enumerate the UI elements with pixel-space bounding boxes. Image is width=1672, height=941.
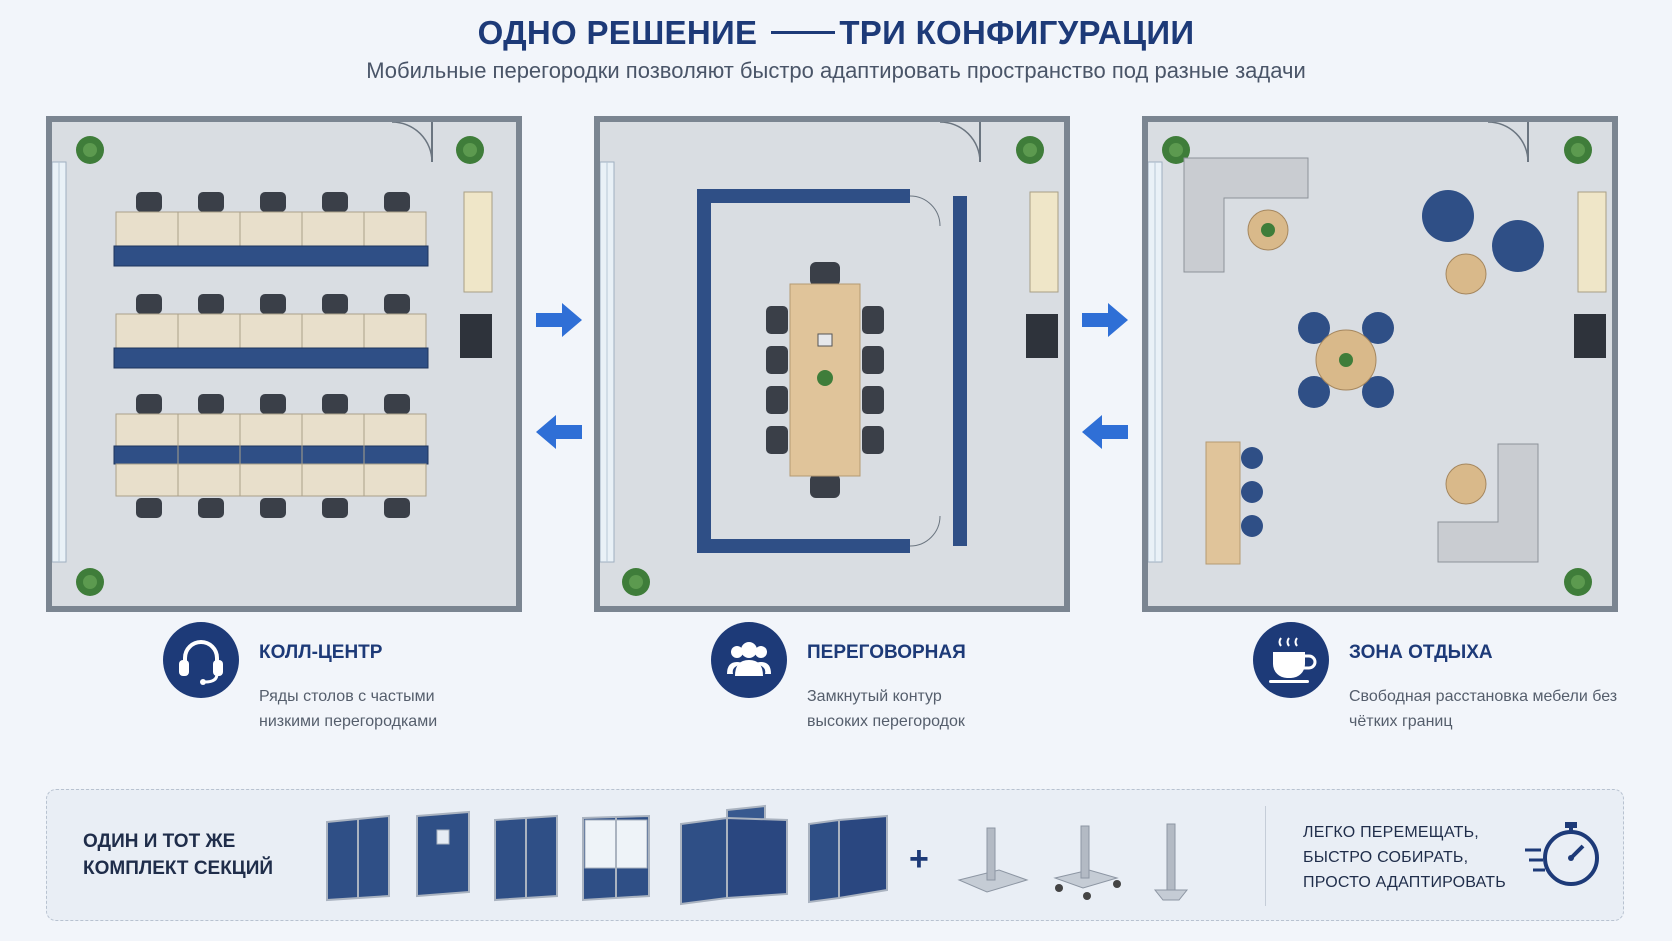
wheeled-base-icon bbox=[1053, 825, 1121, 900]
stopwatch-icon bbox=[1525, 822, 1599, 886]
arrow-left-icon bbox=[1082, 415, 1128, 449]
arrow-left-icon bbox=[536, 415, 582, 449]
plant-icon bbox=[76, 568, 104, 596]
plant-icon bbox=[1162, 136, 1190, 164]
arrow-right-icon bbox=[536, 303, 582, 337]
caption-title: ПЕРЕГОВОРНАЯ bbox=[807, 642, 966, 663]
plus-sign: + bbox=[909, 840, 929, 878]
partition-panel-icon bbox=[494, 814, 558, 902]
partition-corner-icon bbox=[680, 804, 788, 906]
partition-door-icon bbox=[416, 810, 470, 898]
partition-panel-icon bbox=[326, 814, 390, 902]
kit-panel: ОДИН И ТОТ ЖЕ КОМПЛЕКТ СЕКЦИЙ + bbox=[46, 789, 1624, 921]
plant-icon bbox=[1564, 568, 1592, 596]
coffee-cup-icon bbox=[1269, 637, 1317, 683]
caption-description: Ряды столов с частыми низкими перегородк… bbox=[259, 688, 438, 730]
partition-corner-icon bbox=[808, 814, 888, 904]
connector-post-icon bbox=[1153, 823, 1189, 901]
plant-icon bbox=[622, 568, 650, 596]
floor-plan-meeting-room bbox=[594, 116, 1070, 612]
kit-benefits: ЛЕГКО ПЕРЕМЕЩАТЬ, БЫСТРО СОБИРАТЬ, ПРОСТ… bbox=[1303, 824, 1506, 891]
kit-parts-illustration: + bbox=[326, 804, 1189, 906]
headset-icon bbox=[179, 640, 223, 685]
floor-plan-lounge bbox=[1142, 116, 1618, 612]
kit-title: ОДИН И ТОТ ЖЕ КОМПЛЕКТ СЕКЦИЙ bbox=[83, 831, 273, 879]
caption-description: Замкнутый контур высоких перегородок bbox=[807, 688, 965, 730]
caption-title: КОЛЛ-ЦЕНТР bbox=[259, 642, 383, 663]
plant-icon bbox=[1564, 136, 1592, 164]
partition-glass-icon bbox=[582, 814, 650, 902]
plant-icon bbox=[1016, 136, 1044, 164]
kit-divider bbox=[1265, 806, 1266, 906]
icon-badge bbox=[711, 622, 787, 698]
title-dash bbox=[771, 30, 836, 34]
plant-icon bbox=[456, 136, 484, 164]
plant-icon bbox=[76, 136, 104, 164]
people-icon bbox=[727, 642, 771, 676]
stand-base-icon bbox=[957, 827, 1029, 893]
caption-title: ЗОНА ОТДЫХА bbox=[1349, 642, 1493, 663]
page-subtitle: Мобильные перегородки позволяют быстро а… bbox=[366, 58, 1306, 83]
floor-plan-call-center bbox=[46, 116, 522, 612]
arrow-right-icon bbox=[1082, 303, 1128, 337]
caption-description: Свободная расстановка мебели без чётких … bbox=[1349, 688, 1618, 730]
icon-badge bbox=[1253, 622, 1329, 698]
icon-badge bbox=[163, 622, 239, 698]
